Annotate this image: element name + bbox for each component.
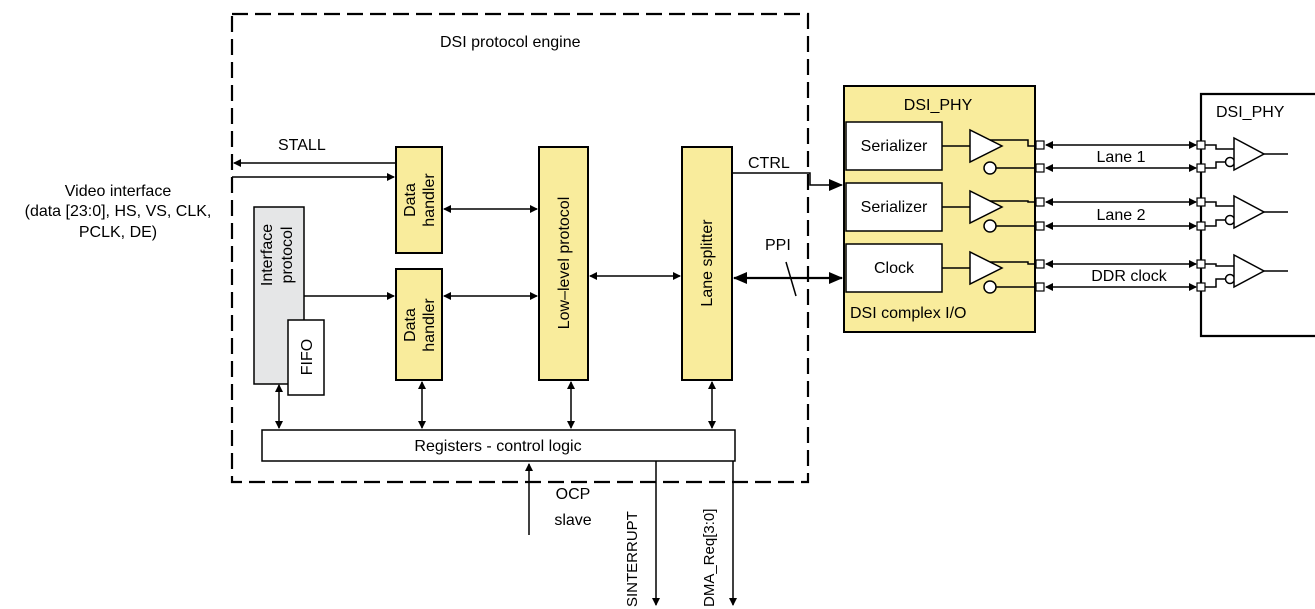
remote-dsi-phy-block [1199,92,1315,338]
ocp-slave-label: slave [554,512,591,529]
data-handler-bottom-label-1: Data [402,308,419,342]
protocol-engine-boundary [230,12,810,484]
clock-label: Clock [874,260,915,277]
driver-lane-1 [942,128,1045,175]
fifo-block [287,319,325,396]
ppi-bus-slash [785,261,797,297]
driver-lane-2 [942,189,1045,233]
lane-2-label: Lane 2 [1097,207,1146,224]
data-handler-bottom-label-2: handler [421,298,438,352]
serializer-2-block [845,182,943,232]
fifo-label: FIFO [299,339,316,375]
lane-1-label: Lane 1 [1097,149,1146,166]
low-level-protocol-block [538,146,589,381]
video-interface-line2: (data [23:0], HS, VS, CLK, [25,203,212,220]
video-interface-line1: Video interface [65,183,172,200]
serializer-2-label: Serializer [861,199,928,216]
registers-label: Registers - control logic [414,438,581,455]
data-handler-top [395,146,443,254]
receiver-clock [1196,253,1288,292]
data-handler-bottom [395,268,443,381]
lane-splitter-block [681,146,733,381]
ctrl-arrow [732,172,843,191]
ddr-clock-label: DDR clock [1091,268,1168,285]
receiver-lane-1 [1196,136,1288,173]
low-level-protocol-label: Low–level protocol [556,197,573,330]
ctrl-label: CTRL [748,155,790,172]
ppi-label: PPI [765,237,791,254]
serializer-1-label: Serializer [861,138,928,155]
dsi-complex-io-label: DSI complex I/O [850,305,966,322]
lane-splitter-label: Lane splitter [699,219,716,307]
interface-protocol-label-2: protocol [279,227,296,284]
stall-label: STALL [278,137,326,154]
data-handler-top-label-2: handler [421,173,438,227]
sinterrupt-label: SINTERRUPT [624,511,641,607]
ocp-label: OCP [556,486,591,503]
dma-req-label: DMA_Req[3:0] [701,509,718,607]
interface-protocol-label: Interface [259,224,276,286]
serializer-1-block [845,121,943,171]
driver-clock [942,250,1045,294]
data-handler-top-label-1: Data [402,183,419,217]
registers-block [261,429,736,462]
video-interface-line3: PCLK, DE) [79,224,157,241]
remote-dsi-phy-title: DSI_PHY [1216,104,1285,121]
protocol-engine-title: DSI protocol engine [440,34,581,51]
clock-block [845,243,943,293]
dsi-phy-title: DSI_PHY [904,97,973,114]
receiver-lane-2 [1196,194,1288,231]
